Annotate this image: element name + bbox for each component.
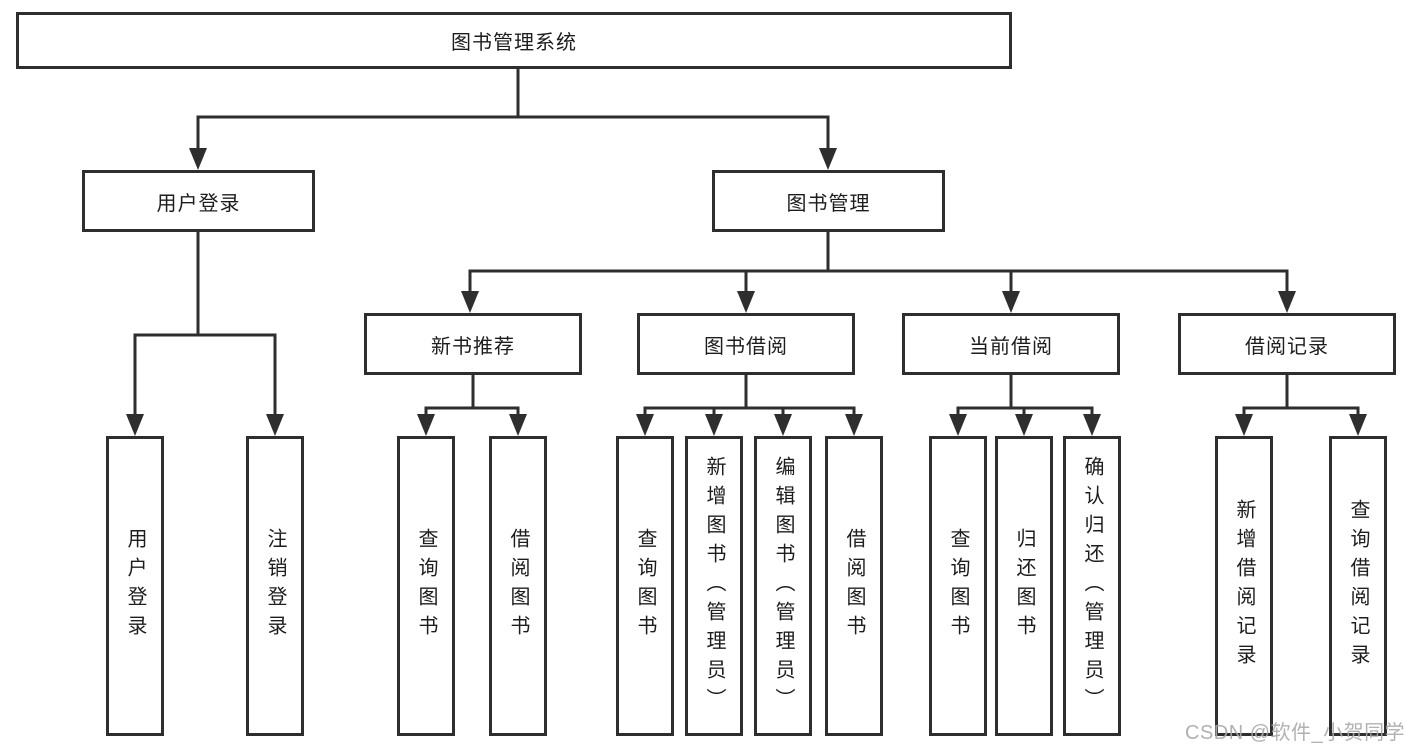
- leaf-user-login: 用户登录: [106, 436, 164, 736]
- node-user-login: 用户登录: [82, 170, 315, 232]
- node-book-borrowing: 图书借阅: [637, 313, 855, 375]
- node-library-management-system: 图书管理系统: [16, 12, 1012, 69]
- node-borrow-records: 借阅记录: [1178, 313, 1396, 375]
- node-book-management: 图书管理: [712, 170, 945, 232]
- leaf-add-books-admin: 新增图书（管理员）: [685, 436, 743, 736]
- leaf-query-books-borrowing: 查询图书: [616, 436, 674, 736]
- arrowheads: [126, 148, 1367, 436]
- leaf-return-books: 归还图书: [995, 436, 1053, 736]
- leaf-query-borrow-record: 查询借阅记录: [1329, 436, 1387, 736]
- leaf-query-books-recommend: 查询图书: [397, 436, 455, 736]
- csdn-watermark: CSDN @软件_小贺同学: [1185, 722, 1405, 744]
- leaf-logout-login: 注销登录: [246, 436, 304, 736]
- leaf-borrow-books-borrowing: 借阅图书: [825, 436, 883, 736]
- leaf-add-borrow-record: 新增借阅记录: [1215, 436, 1273, 736]
- leaf-query-books-current: 查询图书: [929, 436, 987, 736]
- node-new-book-recommend: 新书推荐: [364, 313, 582, 375]
- leaf-borrow-books-recommend: 借阅图书: [489, 436, 547, 736]
- node-current-borrowing: 当前借阅: [902, 313, 1120, 375]
- leaf-edit-books-admin: 编辑图书（管理员）: [754, 436, 812, 736]
- leaf-confirm-return-admin: 确认归还（管理员）: [1063, 436, 1121, 736]
